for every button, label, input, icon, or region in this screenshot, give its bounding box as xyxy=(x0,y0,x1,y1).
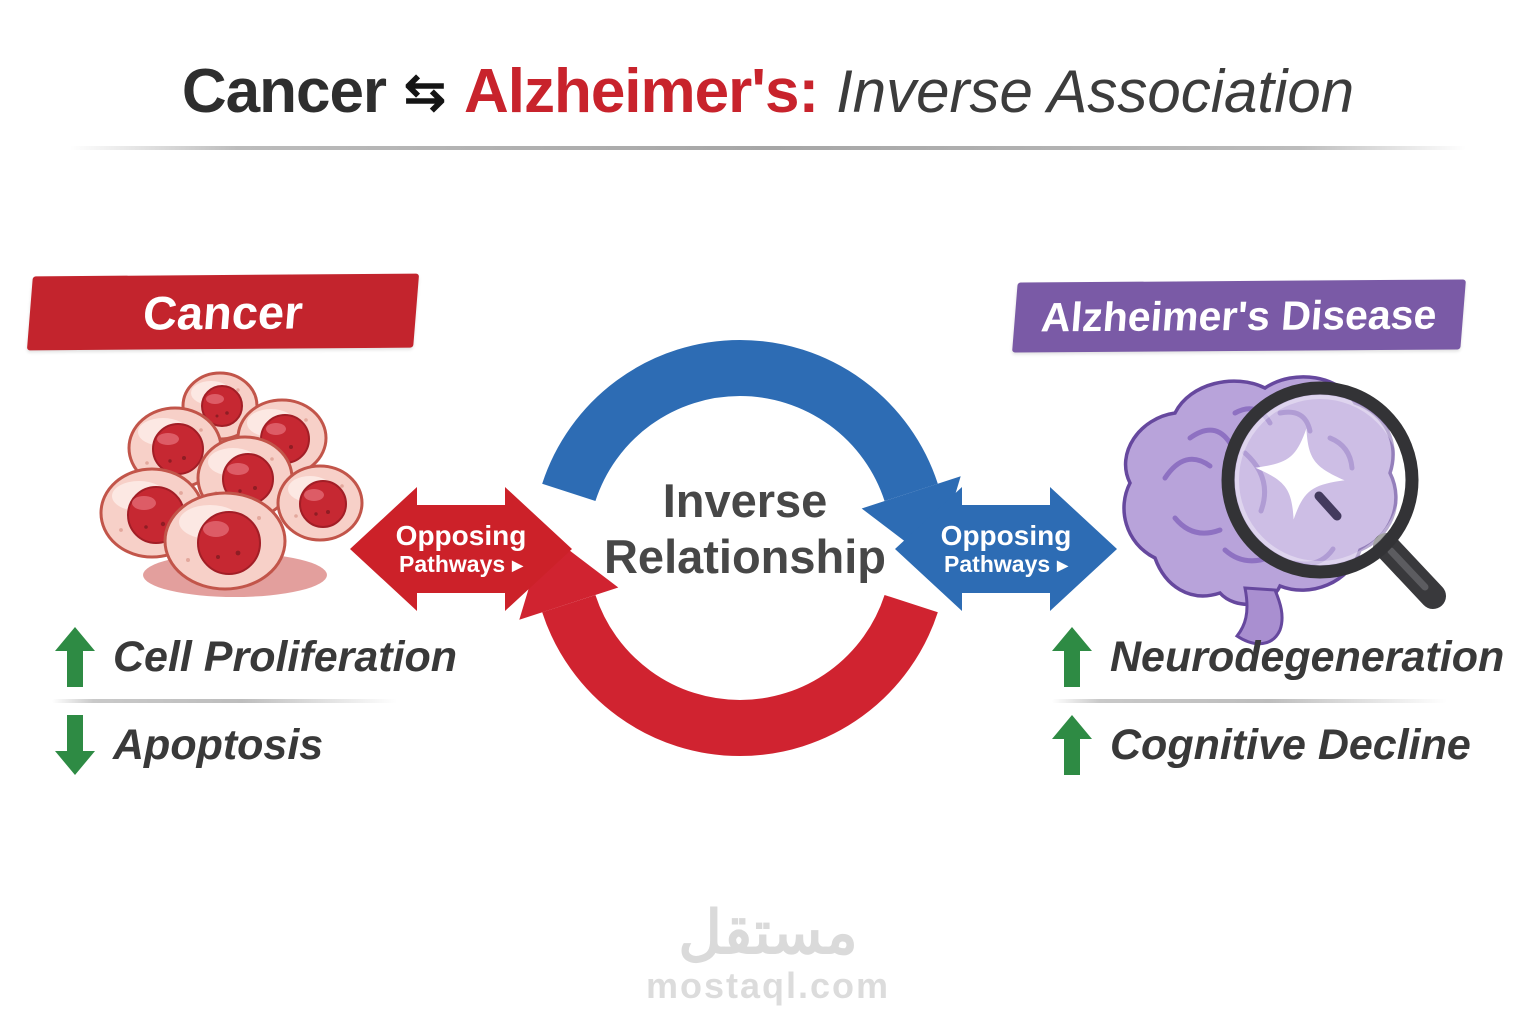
factor-label: Cell Proliferation xyxy=(113,632,458,681)
plaque-star xyxy=(1255,428,1345,520)
up-arrow-icon xyxy=(1052,627,1092,687)
factor-cell-proliferation: Cell Proliferation xyxy=(55,627,457,687)
double-arrow-icon: ⇆ xyxy=(404,64,446,120)
watermark-arabic: مستقل xyxy=(678,899,858,966)
cycle-arrow-bottom xyxy=(542,594,938,756)
connector-text: Opposing Pathways ▶ xyxy=(350,487,572,611)
pointer-icon: ▶ xyxy=(512,556,523,573)
connector-text: Opposing Pathways ▶ xyxy=(895,487,1117,611)
brain-illustration xyxy=(1122,375,1446,646)
up-arrow-icon xyxy=(55,627,95,687)
brain-gyri xyxy=(1162,406,1355,567)
cell-nucleus xyxy=(197,511,261,575)
cell-nucleus xyxy=(299,480,347,528)
up-arrow-icon xyxy=(1052,715,1092,775)
watermark: مستقل mostaql.com xyxy=(0,903,1536,1007)
list-divider xyxy=(1052,699,1447,703)
factor-apoptosis: Apoptosis xyxy=(55,715,323,775)
factor-label: Apoptosis xyxy=(113,720,324,769)
cancer-cells-illustration xyxy=(99,371,364,597)
factor-cognitive-decline: Cognitive Decline xyxy=(1052,715,1471,775)
connector-line1: Opposing xyxy=(940,520,1072,552)
magnifier-icon xyxy=(1221,381,1446,609)
title-alzheimers-text: Alzheimer's: xyxy=(463,57,819,126)
list-divider xyxy=(52,699,397,703)
alzheimers-banner-label: Alzheimer's Disease xyxy=(1039,291,1439,340)
connector-line2: Pathways xyxy=(944,550,1051,577)
alzheimers-banner: Alzheimer's Disease xyxy=(1012,279,1466,353)
double-arrow-shape xyxy=(350,487,572,611)
factor-neurodegeneration: Neurodegeneration xyxy=(1052,627,1504,687)
cancer-banner: Cancer xyxy=(26,273,420,351)
double-arrow-shape xyxy=(895,487,1117,611)
factor-label: Cognitive Decline xyxy=(1110,720,1471,769)
cell-nucleus xyxy=(152,423,204,475)
cancer-cell xyxy=(276,464,364,542)
pointer-icon: ▶ xyxy=(1057,556,1068,573)
title-subtitle-text: Inverse Association xyxy=(836,58,1355,125)
watermark-domain: mostaql.com xyxy=(645,965,891,1006)
plaque-tail xyxy=(1314,491,1342,521)
cancer-cell xyxy=(163,491,287,591)
brain-stem xyxy=(1234,586,1284,646)
opposing-pathways-blue-arrow: Opposing Pathways ▶ xyxy=(895,487,1117,611)
title-divider xyxy=(70,146,1466,150)
cycle-arrow-top xyxy=(542,340,938,502)
factor-label: Neurodegeneration xyxy=(1110,632,1505,681)
connector-line1: Opposing xyxy=(395,520,527,552)
opposing-pathways-red-arrow: Opposing Pathways ▶ xyxy=(350,487,572,611)
cycle-label-line1: Inverse xyxy=(662,474,828,527)
cancer-banner-label: Cancer xyxy=(141,284,305,340)
inverse-relationship-label: Inverse Relationship xyxy=(560,473,930,585)
down-arrow-icon xyxy=(55,715,95,775)
page-title: Cancer ⇆ Alzheimer's: Inverse Associatio… xyxy=(0,56,1536,142)
title-cancer-text: Cancer xyxy=(181,57,387,126)
connector-line2: Pathways xyxy=(399,550,506,577)
cycle-label-line2: Relationship xyxy=(603,530,887,583)
